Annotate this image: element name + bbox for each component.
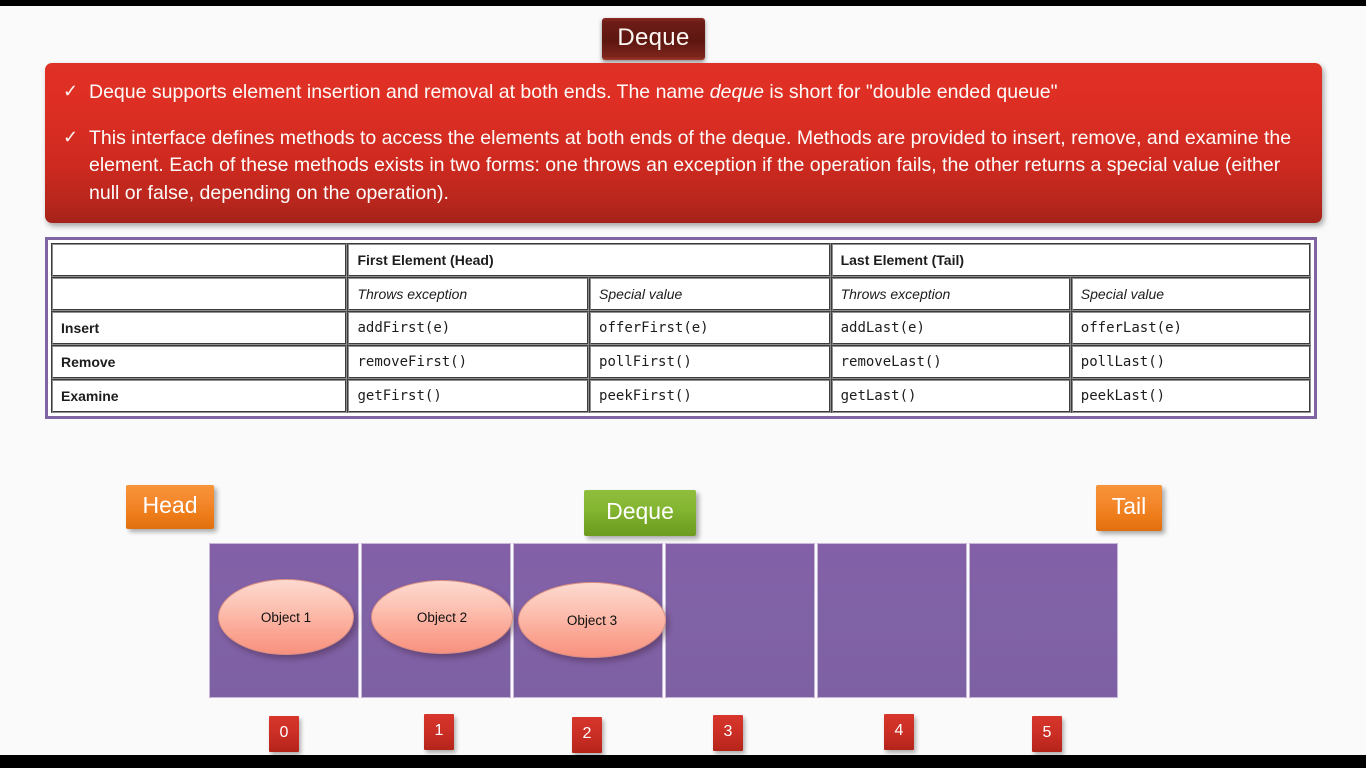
index-chip-0-label: 0 xyxy=(279,724,289,741)
table-row-group-header: First Element (Head) Last Element (Tail) xyxy=(51,243,1311,277)
deque-methods-table: First Element (Head) Last Element (Tail)… xyxy=(51,243,1311,413)
slide-canvas: Deque ✓ Deque supports element insertion… xyxy=(0,6,1366,755)
method-add-last: addLast(e) xyxy=(830,311,1071,345)
table-cell-corner xyxy=(51,243,348,277)
slide-title-label: Deque xyxy=(617,24,690,51)
bullet-text-after: is short for "double ended queue" xyxy=(764,81,1058,103)
deque-object-0-label: Object 1 xyxy=(260,609,312,625)
bullet-text: Deque supports element insertion and rem… xyxy=(89,79,1300,107)
table-row-label-insert: Insert xyxy=(51,311,348,345)
bullet-text-emphasis: deque xyxy=(709,81,764,103)
index-chip-4-label: 4 xyxy=(894,722,904,739)
table-row: Examine getFirst() peekFirst() getLast()… xyxy=(51,379,1311,413)
index-chip-0: 0 xyxy=(269,716,299,752)
method-get-first: getFirst() xyxy=(347,379,590,413)
deque-tag-label: Deque xyxy=(606,498,674,524)
table-header-first-element: First Element (Head) xyxy=(347,243,831,277)
method-poll-first: pollFirst() xyxy=(589,345,831,379)
method-offer-last: offerLast(e) xyxy=(1070,311,1311,345)
checkmark-icon: ✓ xyxy=(63,126,79,147)
table-subheader-head-throws: Throws exception xyxy=(347,277,590,311)
checkmark-icon: ✓ xyxy=(63,81,79,101)
index-chip-1: 1 xyxy=(424,714,454,750)
table-header-last-element: Last Element (Tail) xyxy=(830,243,1311,277)
table-cell-corner-2 xyxy=(51,277,348,311)
table-row: Insert addFirst(e) offerFirst(e) addLast… xyxy=(51,311,1311,345)
method-remove-last: removeLast() xyxy=(830,345,1071,379)
deque-cell-3 xyxy=(665,543,815,698)
method-peek-last: peekLast() xyxy=(1070,379,1311,413)
deque-methods-table-frame: First Element (Head) Last Element (Tail)… xyxy=(45,237,1317,419)
index-chip-2: 2 xyxy=(572,717,602,753)
index-chip-3: 3 xyxy=(713,715,743,751)
deque-object-1: Object 2 xyxy=(371,580,513,654)
index-chip-2-label: 2 xyxy=(582,725,592,742)
table-header-last-element-label: Last Element (Tail) xyxy=(840,252,965,268)
table-row-label-examine: Examine xyxy=(51,379,348,413)
deque-cell-5 xyxy=(969,543,1118,698)
index-chip-4: 4 xyxy=(884,714,914,750)
table-row-sub-header: Throws exception Special value Throws ex… xyxy=(51,277,1311,311)
method-add-first: addFirst(e) xyxy=(347,311,590,345)
deque-object-2: Object 3 xyxy=(518,582,666,658)
table-row: Remove removeFirst() pollFirst() removeL… xyxy=(51,345,1311,379)
table-header-first-element-label: First Element (Head) xyxy=(357,252,494,268)
bullet-text-before: Deque supports element insertion and rem… xyxy=(89,81,710,103)
deque-object-0: Object 1 xyxy=(218,579,354,655)
table-subheader-tail-special: Special value xyxy=(1070,277,1311,311)
table-subheader-head-special: Special value xyxy=(589,277,831,311)
deque-cell-4 xyxy=(817,543,967,698)
index-chip-5: 5 xyxy=(1032,716,1062,752)
deque-tag: Deque xyxy=(584,490,696,536)
method-get-last: getLast() xyxy=(830,379,1071,413)
head-tag-label: Head xyxy=(142,492,198,518)
bullet-item: ✓ This interface defines methods to acce… xyxy=(63,125,1300,208)
table-subheader-tail-throws: Throws exception xyxy=(830,277,1071,311)
index-chip-3-label: 3 xyxy=(723,723,733,740)
table-row-label-remove: Remove xyxy=(51,345,348,379)
deque-object-1-label: Object 2 xyxy=(416,609,468,625)
index-chip-1-label: 1 xyxy=(434,722,444,739)
description-banner: ✓ Deque supports element insertion and r… xyxy=(45,63,1322,223)
index-chip-5-label: 5 xyxy=(1042,724,1052,741)
method-poll-last: pollLast() xyxy=(1070,345,1311,379)
method-remove-first: removeFirst() xyxy=(347,345,590,379)
deque-object-2-label: Object 3 xyxy=(566,612,618,628)
slide-title-chip: Deque xyxy=(602,18,705,60)
method-offer-first: offerFirst(e) xyxy=(589,311,831,345)
head-tag: Head xyxy=(126,485,214,529)
tail-tag-label: Tail xyxy=(1111,493,1147,519)
bullet-item: ✓ Deque supports element insertion and r… xyxy=(63,79,1300,107)
tail-tag: Tail xyxy=(1096,485,1162,531)
bullet-text: This interface defines methods to access… xyxy=(89,126,1292,205)
method-peek-first: peekFirst() xyxy=(589,379,831,413)
